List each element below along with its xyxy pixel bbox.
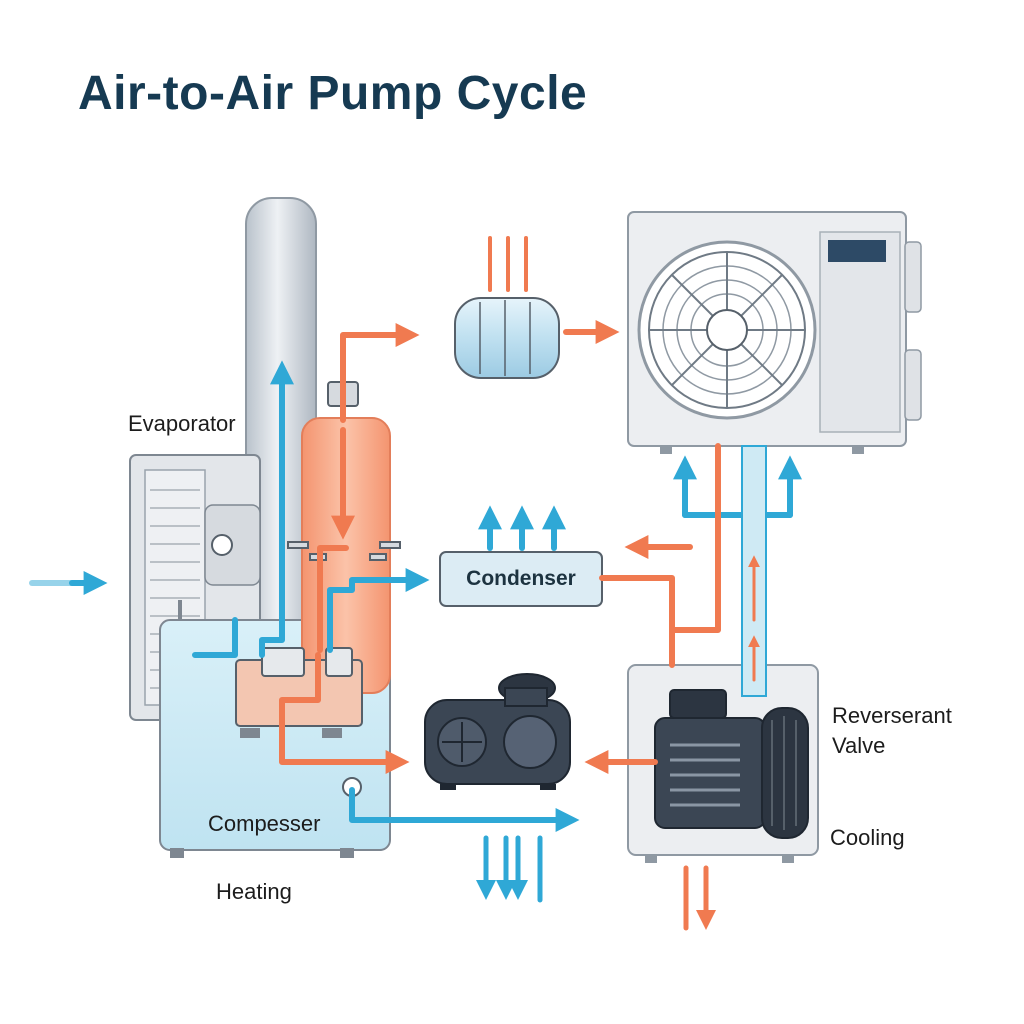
label-condenser: Condenser	[466, 567, 576, 590]
cooling-output-arrows	[683, 865, 716, 931]
unit-display	[828, 240, 886, 262]
condenser-airflow-arrows	[478, 505, 566, 551]
motor-icon	[424, 673, 571, 790]
hot-refrigerant-lines	[279, 320, 721, 774]
outdoor-unit	[627, 211, 922, 454]
label-reversing-valve-line1: Reverserant	[832, 703, 952, 728]
reversing-valve-motor	[654, 689, 809, 839]
heat-rising-arrows	[488, 236, 528, 292]
heating-output-arrows	[476, 835, 543, 903]
filter-drum-icon	[454, 297, 560, 379]
label-reversing-valve-line2: Valve	[832, 733, 886, 758]
valve-assembly	[235, 647, 363, 738]
label-evaporator: Evaporator	[128, 411, 236, 436]
fan-icon	[637, 240, 817, 420]
cold-refrigerant-lines	[192, 360, 802, 832]
label-compressor: Compesser	[208, 811, 321, 836]
label-heating: Heating	[216, 879, 292, 904]
label-cooling: Cooling	[830, 825, 905, 850]
page-title: Air-to-Air Pump Cycle	[78, 67, 588, 120]
